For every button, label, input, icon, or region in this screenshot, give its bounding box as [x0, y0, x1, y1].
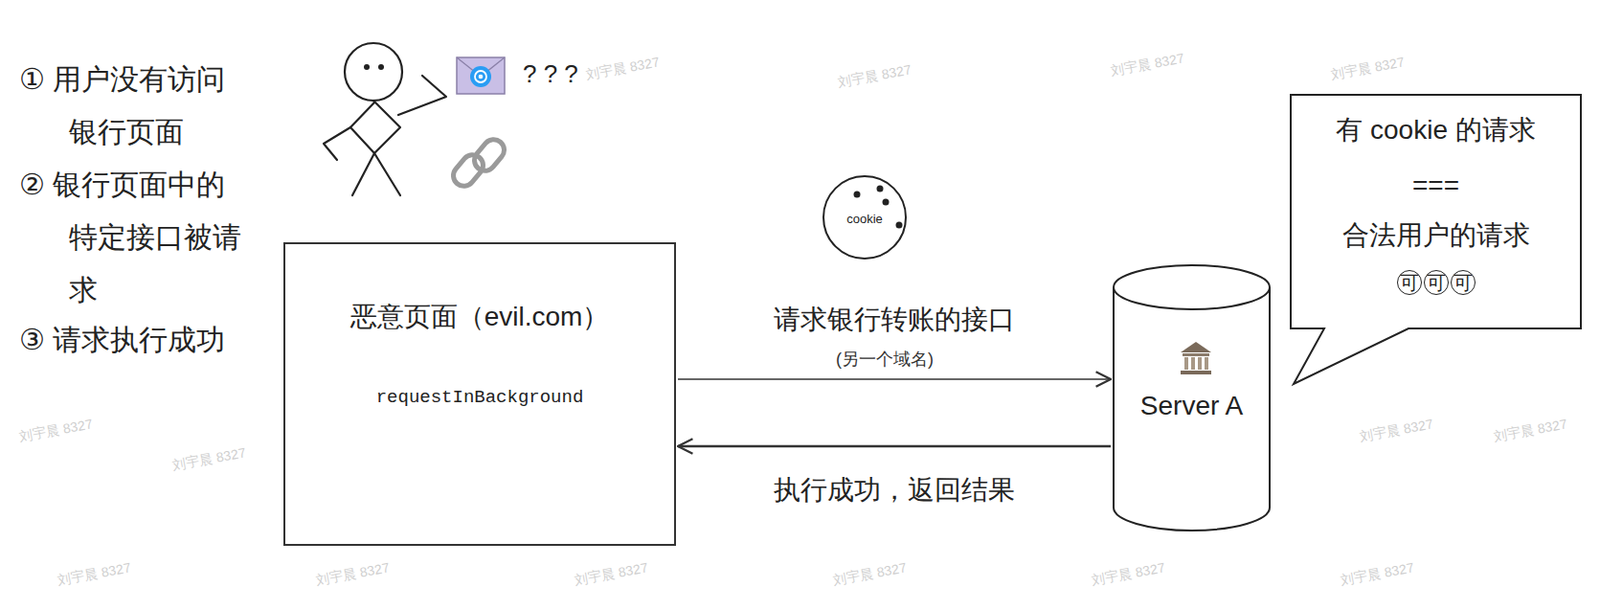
- label-slot: 刘宇晨 8327: [1492, 414, 1569, 445]
- callout-line: ===: [1412, 168, 1460, 203]
- label-slot: 刘宇晨 8327: [18, 414, 94, 445]
- edge-label: 执行成功，返回结果: [769, 473, 1019, 507]
- label-slot: ③ 请求执行成功: [19, 313, 249, 366]
- label-slot: 刘宇晨 8327: [832, 558, 908, 588]
- text-slot: Server A: [1140, 388, 1243, 423]
- server-cylinder: Server A: [1112, 264, 1271, 531]
- bank-icon: [1180, 341, 1212, 375]
- text-slot: ===: [1412, 168, 1460, 203]
- text-slot: 恶意页面（evil.com）: [350, 299, 610, 334]
- watermark: 刘宇晨 8327: [573, 558, 650, 588]
- watermark: 刘宇晨 8327: [18, 414, 94, 445]
- question-marks: ? ? ?: [522, 58, 579, 91]
- label-slot: 刘宇晨 8327: [585, 52, 661, 83]
- mail-icon: [456, 57, 505, 94]
- step-item: ① 用户没有访问银行页面: [19, 52, 249, 158]
- label-slot: 执行成功，返回结果: [769, 473, 1019, 507]
- text-slot: 有 cookie 的请求: [1335, 112, 1536, 147]
- label-slot: ? ? ?: [522, 58, 579, 91]
- text-slot: 可可可: [1396, 270, 1477, 295]
- callout-line: 合法用户的请求: [1342, 218, 1531, 252]
- watermark: 刘宇晨 8327: [1090, 558, 1167, 588]
- text-slot: 合法用户的请求: [1342, 218, 1531, 252]
- label-slot: ② 银行页面中的特定接口被请求: [19, 157, 249, 316]
- label-slot: 刘宇晨 8327: [56, 558, 133, 588]
- label-slot: 刘宇晨 8327: [1329, 52, 1406, 83]
- watermark: 刘宇晨 8327: [56, 558, 133, 588]
- watermark: 刘宇晨 8327: [1109, 48, 1186, 79]
- cookie-text: cookie: [846, 211, 883, 227]
- label-slot: 刘宇晨 8327: [1358, 414, 1435, 445]
- stick-figure: [323, 43, 447, 196]
- cookie-circle: cookie: [822, 175, 907, 260]
- label-slot: 刘宇晨 8327: [1090, 558, 1167, 588]
- watermark: 刘宇晨 8327: [1339, 558, 1416, 588]
- edge-label: 请求银行转账的接口: [769, 302, 1019, 337]
- text-slot: cookie: [846, 211, 883, 227]
- step-item: ② 银行页面中的特定接口被请求: [19, 157, 249, 316]
- watermark: 刘宇晨 8327: [585, 52, 661, 83]
- request-arrow: [677, 378, 1111, 381]
- watermark: 刘宇晨 8327: [832, 558, 908, 588]
- label-slot: 刘宇晨 8327: [171, 443, 248, 474]
- label-slot: 刘宇晨 8327: [1109, 48, 1186, 79]
- label-slot: 刘宇晨 8327: [1339, 558, 1416, 588]
- watermark: 刘宇晨 8327: [1329, 52, 1406, 83]
- circled-chars: 可可可: [1396, 270, 1477, 295]
- server-name: Server A: [1140, 388, 1243, 423]
- response-arrow: [677, 445, 1111, 448]
- page-box: 恶意页面（evil.com） requestInBackground: [283, 242, 677, 546]
- callout-line: 有 cookie 的请求: [1335, 112, 1536, 147]
- watermark: 刘宇晨 8327: [1492, 414, 1569, 445]
- watermark: 刘宇晨 8327: [1358, 414, 1435, 445]
- label-slot: 刘宇晨 8327: [836, 60, 913, 91]
- label-slot: (另一个域名): [835, 348, 934, 371]
- edge-note: (另一个域名): [835, 348, 934, 371]
- page-title: 恶意页面（evil.com）: [350, 299, 610, 334]
- function-name: requestInBackground: [376, 385, 585, 409]
- label-slot: 刘宇晨 8327: [573, 558, 650, 588]
- link-icon: [449, 135, 509, 191]
- text-slot: requestInBackground: [376, 385, 585, 409]
- label-slot: 刘宇晨 8327: [315, 558, 391, 588]
- watermark: 刘宇晨 8327: [171, 443, 248, 474]
- speech-callout: 有 cookie 的请求 === 合法用户的请求可可可: [1289, 93, 1582, 330]
- label-slot: ① 用户没有访问银行页面: [19, 52, 249, 158]
- watermark: 刘宇晨 8327: [836, 60, 913, 91]
- step-item: ③ 请求执行成功: [19, 313, 249, 366]
- label-slot: 请求银行转账的接口: [769, 302, 1019, 337]
- watermark: 刘宇晨 8327: [315, 558, 391, 588]
